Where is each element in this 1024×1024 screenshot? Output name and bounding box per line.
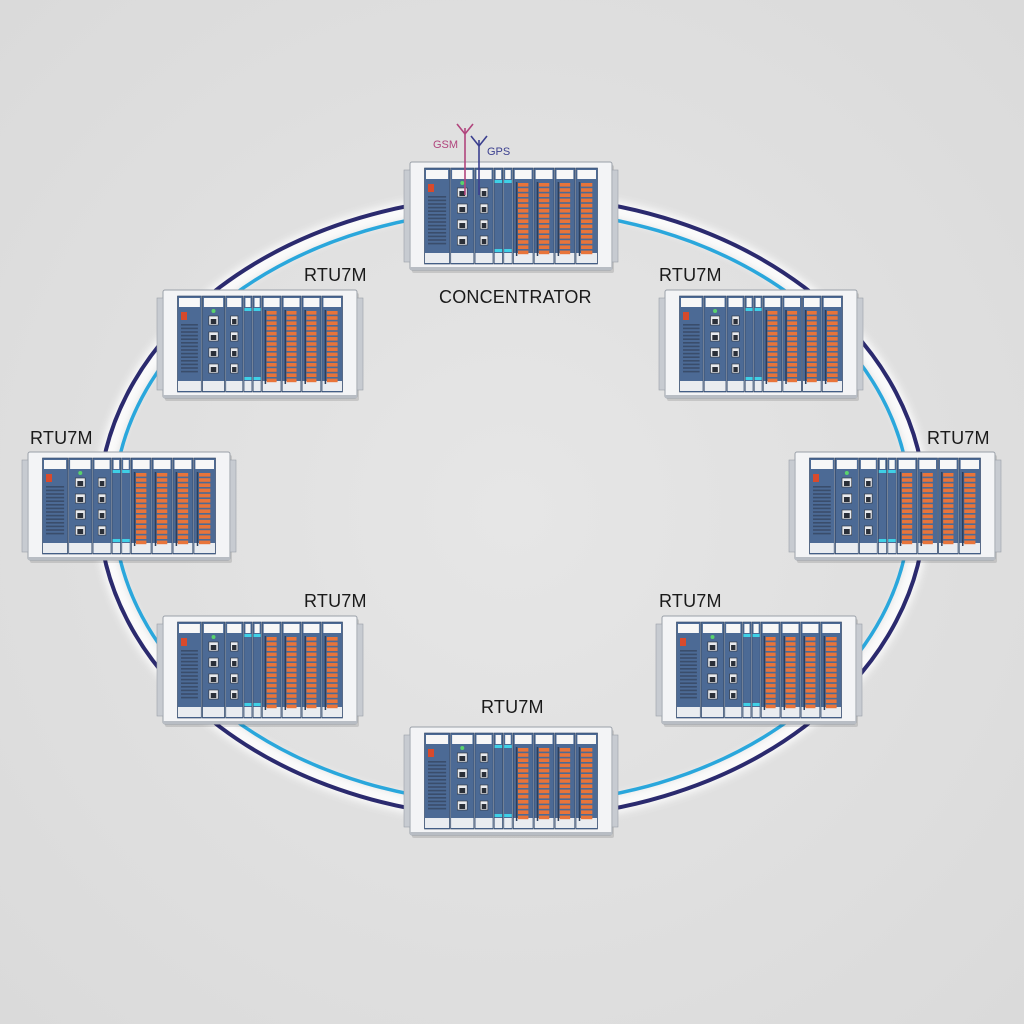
module-card: [450, 167, 475, 265]
module-card: [821, 295, 843, 393]
antenna-group: [456, 123, 488, 195]
module-card: [202, 621, 225, 719]
module-card: [503, 167, 513, 265]
module-card: [111, 457, 121, 555]
rtu-label: RTU7M: [304, 265, 367, 285]
rtu-label: RTU7M: [481, 697, 544, 717]
module-card: [820, 621, 842, 719]
module-card: [780, 621, 801, 719]
module-card: [701, 621, 724, 719]
module-card: [151, 457, 173, 555]
module-card: [261, 295, 282, 393]
module-card: [474, 732, 494, 830]
module-card: [533, 732, 555, 830]
module-card: [243, 295, 253, 393]
module-card: [225, 295, 244, 393]
module-card: [575, 732, 598, 830]
module-card: [121, 457, 131, 555]
module-card: [512, 732, 534, 830]
module-card: [193, 457, 216, 555]
module-card: [321, 295, 343, 393]
rtu-rack: [658, 289, 864, 401]
module-card: [782, 295, 802, 393]
module-card: [958, 457, 981, 555]
module-card: [424, 732, 450, 830]
module-card: [202, 295, 225, 393]
module-card: [887, 457, 897, 555]
concentrator-label: CONCENTRATOR: [439, 287, 592, 307]
module-card: [896, 457, 918, 555]
module-card: [554, 167, 576, 265]
module-card: [261, 621, 282, 719]
module-card: [424, 167, 450, 265]
module-card: [42, 457, 68, 555]
rtu-rack: [156, 289, 364, 401]
module-card: [802, 295, 822, 393]
module-card: [877, 457, 888, 555]
module-card: [281, 621, 302, 719]
module-card: [809, 457, 835, 555]
gsm-antenna-label: GSM: [433, 139, 459, 151]
gps-antenna-label: GPS: [487, 146, 511, 158]
module-card: [130, 457, 152, 555]
rtu-rack: [21, 451, 237, 563]
module-card: [679, 295, 704, 393]
module-card: [243, 621, 253, 719]
module-card: [92, 457, 112, 555]
module-card: [450, 732, 475, 830]
module-card: [533, 167, 555, 265]
module-card: [493, 167, 503, 265]
module-card: [503, 732, 513, 830]
module-card: [252, 621, 262, 719]
concentrator-rack: [403, 161, 619, 273]
module-card: [751, 621, 761, 719]
module-card: [281, 295, 302, 393]
rtu-rack: [788, 451, 1002, 563]
module-card: [512, 167, 534, 265]
module-card: [726, 295, 745, 393]
module-card: [753, 295, 763, 393]
module-card: [554, 732, 576, 830]
module-card: [172, 457, 194, 555]
module-card: [252, 295, 262, 393]
module-card: [938, 457, 959, 555]
module-card: [800, 621, 821, 719]
module-card: [744, 295, 754, 393]
module-card: [177, 621, 202, 719]
module-card: [301, 295, 322, 393]
module-card: [676, 621, 701, 719]
rtu-rack: [403, 726, 619, 838]
module-card: [575, 167, 598, 265]
rtu-label: RTU7M: [659, 591, 722, 611]
module-card: [859, 457, 878, 555]
module-card: [493, 732, 503, 830]
module-card: [834, 457, 859, 555]
module-card: [68, 457, 93, 555]
module-card: [917, 457, 938, 555]
module-card: [474, 167, 494, 265]
module-card: [225, 621, 244, 719]
module-card: [177, 295, 202, 393]
rtu-rack: [156, 615, 364, 727]
rtu-label: RTU7M: [30, 428, 93, 448]
rtu-label: RTU7M: [659, 265, 722, 285]
module-card: [762, 295, 783, 393]
module-card: [703, 295, 727, 393]
module-card: [724, 621, 743, 719]
module-card: [301, 621, 322, 719]
module-card: [321, 621, 343, 719]
module-card: [742, 621, 752, 719]
rtu-label: RTU7M: [927, 428, 990, 448]
rtu-rack: [655, 615, 863, 727]
module-card: [760, 621, 781, 719]
rack-units: [21, 161, 1002, 838]
rtu-label: RTU7M: [304, 591, 367, 611]
